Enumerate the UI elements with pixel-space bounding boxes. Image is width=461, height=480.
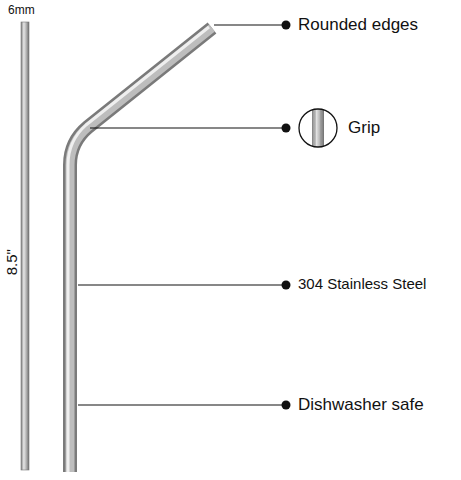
callout-label: Dishwasher safe bbox=[298, 396, 424, 415]
callout-label: 304 Stainless Steel bbox=[298, 276, 426, 293]
width-dimension: 6mm bbox=[8, 4, 35, 17]
leader-line bbox=[78, 25, 283, 405]
callout-label: Grip bbox=[348, 119, 380, 138]
callout-label: Rounded edges bbox=[298, 16, 418, 35]
leader-dot bbox=[282, 21, 291, 410]
grip-inset bbox=[299, 105, 337, 151]
length-dimension: 8.5" bbox=[4, 249, 21, 275]
straight-straw bbox=[21, 22, 29, 470]
